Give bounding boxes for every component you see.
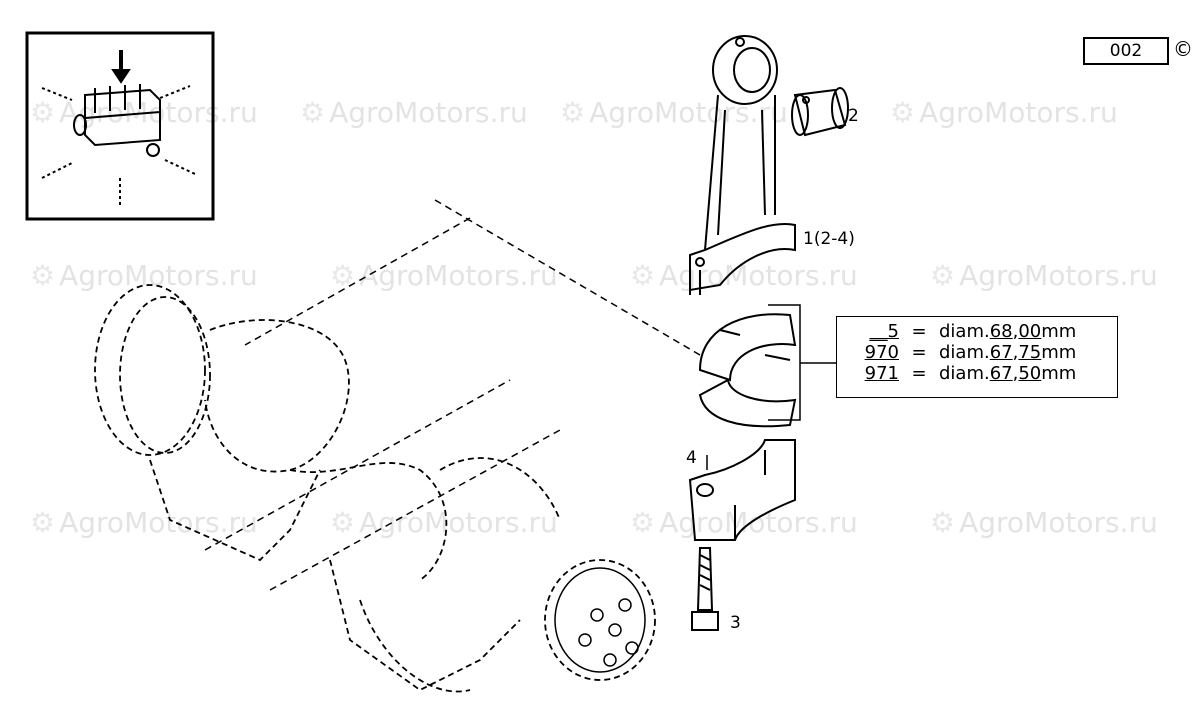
crankshaft <box>94 284 656 693</box>
connecting-rod-cap <box>688 439 796 541</box>
part-code: 970 <box>864 342 899 363</box>
equals: = <box>911 321 927 342</box>
piston-pin-bushing <box>791 87 849 137</box>
watermark: AgroMotors.ru <box>330 258 558 294</box>
callout-2: 2 <box>848 106 859 126</box>
diam-prefix: diam. <box>939 363 990 384</box>
callout-4: 4 <box>686 448 697 468</box>
watermark: AgroMotors.ru <box>330 505 558 541</box>
watermark: AgroMotors.ru <box>890 95 1118 131</box>
part-code: __5 <box>869 321 899 342</box>
part-code: 971 <box>864 363 899 384</box>
sheet-code-box: 002 <box>1083 37 1169 65</box>
watermark: AgroMotors.ru <box>30 505 258 541</box>
diam-sep: , <box>1012 321 1019 342</box>
connecting-rod-bolt <box>691 547 719 631</box>
diam-dec: 50 <box>1018 363 1042 384</box>
diam-dec: 00 <box>1018 321 1042 342</box>
callout-1: 1(2-4) <box>803 229 855 249</box>
callout-3: 3 <box>730 613 741 633</box>
diam-dec: 75 <box>1018 342 1042 363</box>
diam-sep: , <box>1012 363 1019 384</box>
bearing-size-row: 971 = diam.67,50mm <box>849 363 1117 384</box>
watermark: AgroMotors.ru <box>930 505 1158 541</box>
diam-int: 68 <box>989 321 1013 342</box>
engine-orientation-inset <box>25 31 215 221</box>
watermark: AgroMotors.ru <box>630 258 858 294</box>
diam-unit: mm <box>1041 363 1077 384</box>
crankshaft-flange <box>554 567 646 673</box>
equals: = <box>911 363 927 384</box>
diam-int: 67 <box>989 363 1013 384</box>
diam-sep: , <box>1012 342 1019 363</box>
diam-int: 67 <box>989 342 1013 363</box>
equals: = <box>911 342 927 363</box>
diam-prefix: diam. <box>939 321 990 342</box>
assembly-lines <box>204 199 701 591</box>
bearing-size-row: __5 = diam.68,00mm <box>849 321 1117 342</box>
diam-unit: mm <box>1041 321 1077 342</box>
bearing-size-row: 970 = diam.67,75mm <box>849 342 1117 363</box>
connecting-rod <box>689 35 796 295</box>
bearing-shells <box>698 304 836 428</box>
watermark: AgroMotors.ru <box>300 95 528 131</box>
copyright-symbol: © <box>1173 37 1193 61</box>
diam-prefix: diam. <box>939 342 990 363</box>
bearing-size-table: __5=diam.68,00mm 970=diam.67,75mm 971=di… <box>836 316 1118 398</box>
diam-unit: mm <box>1041 342 1077 363</box>
watermark: AgroMotors.ru <box>930 258 1158 294</box>
